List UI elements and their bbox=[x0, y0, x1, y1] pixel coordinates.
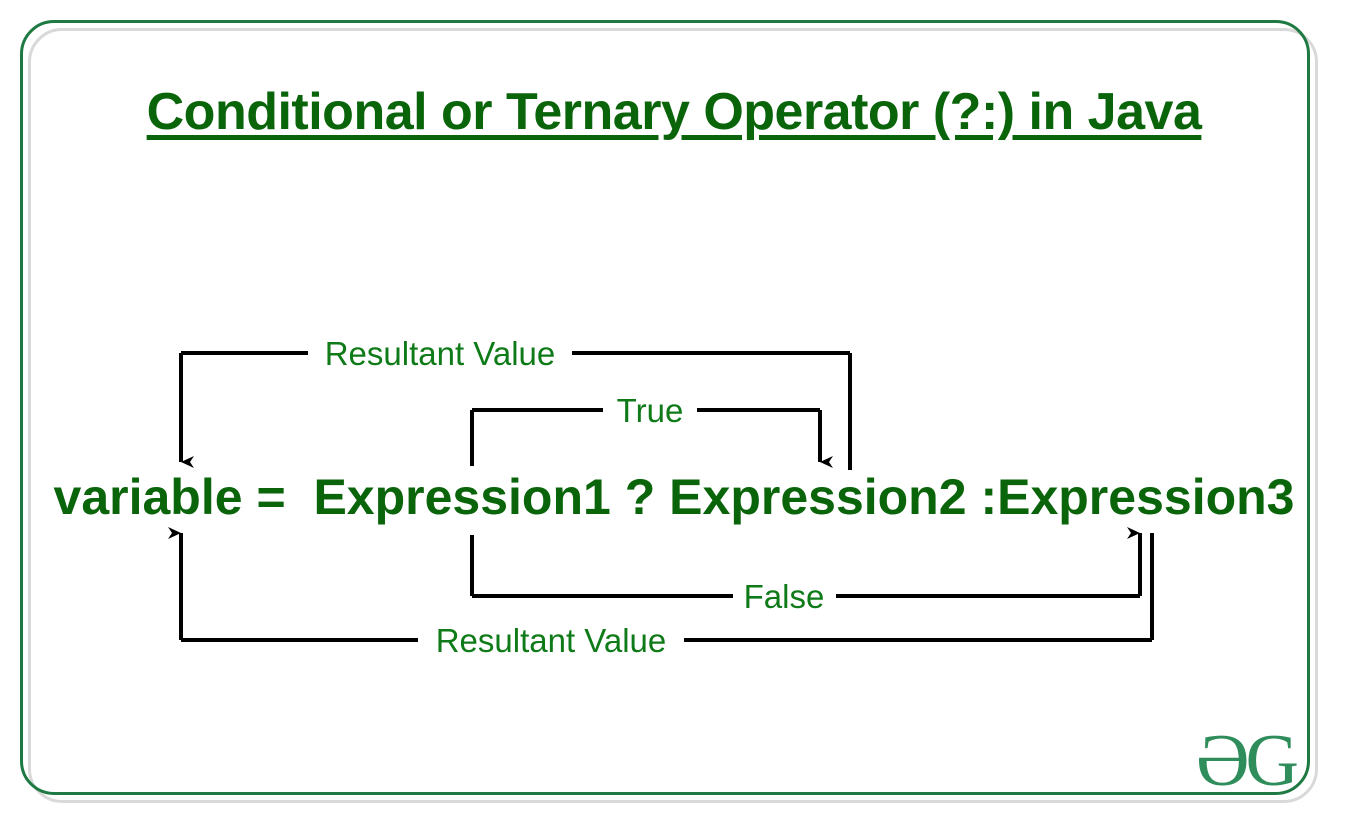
expression-assign: = bbox=[256, 469, 286, 525]
expression-space-5 bbox=[967, 469, 981, 525]
label-true-branch: True bbox=[617, 392, 684, 429]
ternary-expression: variable = Expression1 ? Expression2 :Ex… bbox=[0, 466, 1348, 528]
expression-operand-3: Expression3 bbox=[997, 469, 1295, 525]
label-top-resultant-value: Resultant Value bbox=[325, 335, 556, 372]
page-title-text: Conditional or Ternary Operator (?:) in … bbox=[146, 83, 1202, 141]
frame-green-border bbox=[20, 20, 1310, 795]
expression-question-mark: ? bbox=[624, 469, 656, 525]
expression-variable: variable bbox=[53, 469, 243, 525]
expression-colon: : bbox=[980, 469, 998, 525]
expression-space-3 bbox=[611, 469, 625, 525]
label-false-branch: False bbox=[744, 578, 825, 615]
expression-space-1 bbox=[243, 469, 257, 525]
expression-space-4 bbox=[655, 469, 669, 525]
label-bottom-resultant-value: Resultant Value bbox=[436, 622, 667, 659]
expression-operand-1: Expression1 bbox=[313, 469, 611, 525]
page-title: Conditional or Ternary Operator (?:) in … bbox=[0, 86, 1348, 138]
frame-shadow-border bbox=[28, 28, 1318, 803]
expression-operand-2: Expression2 bbox=[669, 469, 967, 525]
geeksforgeeks-logo: ƏG bbox=[1196, 720, 1299, 802]
expression-space-2 bbox=[286, 469, 314, 525]
